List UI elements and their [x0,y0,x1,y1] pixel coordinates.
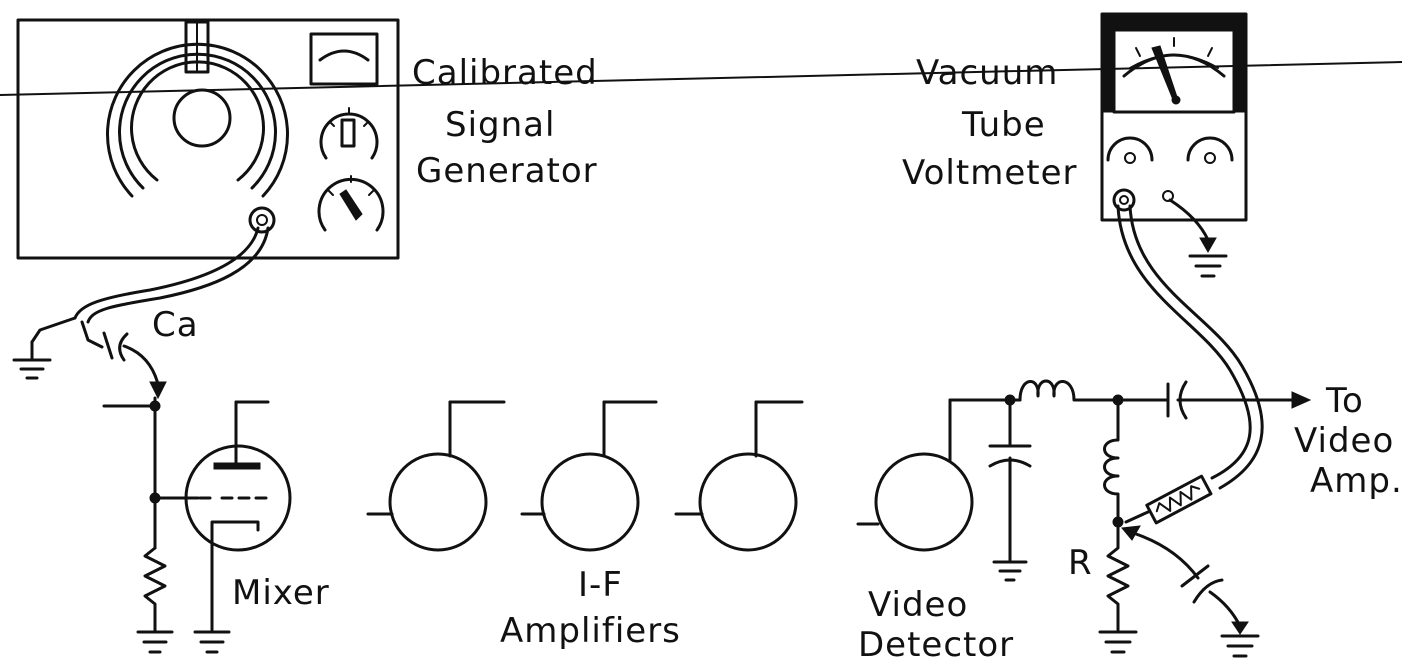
ground-icon [12,340,52,380]
output-label-line2: Video [1294,421,1394,461]
ground-icon [193,630,231,654]
probe-resistor-icon [1145,474,1213,525]
voltmeter [1100,12,1248,222]
peaking-coil-icon [1103,398,1120,522]
scan-line [0,61,1402,96]
ground-icon [136,630,174,654]
if-amplifiers-label-line1: I-F [578,565,623,605]
signal-generator-label-line1: Calibrated [412,53,598,93]
ground-icon [1188,254,1228,278]
probe-cable [1116,204,1252,480]
if-amplifier-tube-icon [520,400,658,552]
knob-icon [317,175,385,232]
voltmeter-label-line3: Voltmeter [902,153,1077,193]
ground-icon [1220,634,1260,658]
coupling-capacitor-label: Ca [152,305,199,345]
if-amplifier-tube-icon [366,400,506,552]
resistor-icon [143,546,167,632]
video-detector-label-line2: Detector [858,625,1014,665]
knob-icon [319,107,379,160]
video-detector-tube-icon [856,398,974,552]
output-arrow-icon [1291,391,1312,409]
signal-generator-label-line3: Generator [416,151,598,191]
mixer-tube-icon [184,400,292,552]
bypass-capacitor-icon [1180,564,1224,604]
video-detector-label-line1: Video [868,585,968,625]
ground-icon [992,560,1028,582]
voltmeter-label-line2: Tube [961,105,1046,145]
if-amplifiers-label-line2: Amplifiers [500,611,681,651]
resistor-label: R [1068,543,1093,583]
inductor-icon [1018,379,1120,402]
resistor-icon [1106,520,1130,632]
output-label-line1: To [1325,381,1364,421]
signal-generator-label-line2: Signal [445,105,555,145]
if-amplifier-tube-icon [674,400,804,552]
generator-cable [73,226,260,320]
signal-generator [16,18,400,260]
output-label-line3: Amp. [1310,461,1402,501]
mixer-label: Mixer [232,573,330,613]
coupling-capacitor-icon [102,331,129,362]
ground-icon [1098,630,1138,654]
voltmeter-label-line1: Vacuum [916,53,1058,93]
